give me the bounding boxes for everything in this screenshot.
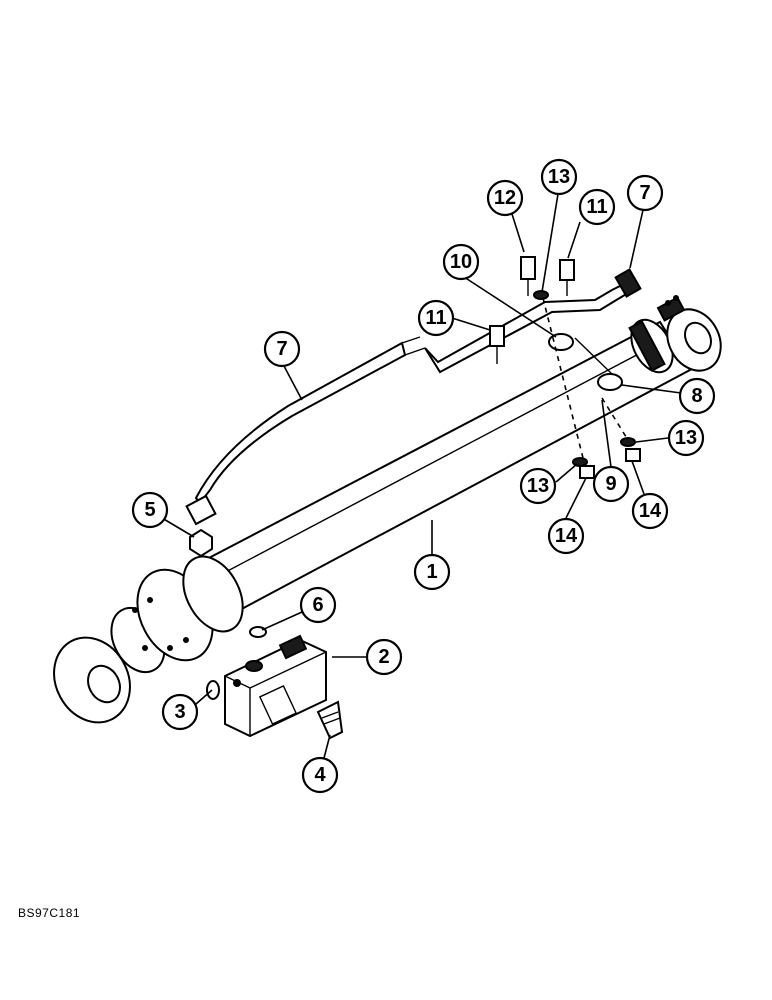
svg-text:8: 8 — [691, 385, 702, 407]
svg-text:10: 10 — [450, 251, 472, 273]
svg-text:12: 12 — [494, 187, 516, 209]
svg-text:13: 13 — [527, 475, 549, 497]
callout-11-right: 11 — [578, 188, 616, 226]
svg-text:6: 6 — [312, 594, 323, 616]
svg-text:1: 1 — [426, 561, 437, 583]
callout-12: 12 — [486, 179, 524, 217]
svg-text:11: 11 — [586, 196, 607, 218]
svg-text:13: 13 — [675, 427, 697, 449]
callout-13-top: 13 — [540, 158, 578, 196]
drawing-code: BS97C181 — [18, 906, 81, 920]
svg-text:3: 3 — [174, 701, 185, 723]
callout-6: 6 — [299, 586, 337, 624]
cylinder-rod-end — [53, 555, 244, 724]
callout-9: 9 — [592, 465, 630, 503]
callout-5: 5 — [131, 491, 169, 529]
svg-text:7: 7 — [276, 338, 287, 360]
valve-block — [224, 634, 327, 738]
svg-text:11: 11 — [425, 307, 446, 329]
svg-text:9: 9 — [605, 473, 616, 495]
callout-11-left: 11 — [417, 299, 455, 337]
callout-10: 10 — [442, 243, 480, 281]
callout-2: 2 — [365, 638, 403, 676]
callout-1: 1 — [413, 553, 451, 591]
callout-8: 8 — [678, 377, 716, 415]
fittings — [189, 528, 344, 740]
callout-4: 4 — [301, 756, 339, 794]
svg-text:5: 5 — [144, 499, 155, 521]
svg-text:13: 13 — [548, 166, 570, 188]
svg-text:14: 14 — [639, 500, 662, 522]
bolts-and-nuts — [489, 256, 641, 479]
callout-14-right: 14 — [631, 492, 669, 530]
callout-13-left: 13 — [519, 467, 557, 505]
leader-lines — [161, 193, 682, 759]
callout-3: 3 — [161, 693, 199, 731]
svg-text:2: 2 — [378, 646, 389, 668]
svg-text:7: 7 — [639, 182, 650, 204]
svg-text:14: 14 — [555, 525, 578, 547]
tube-clamps — [548, 333, 623, 391]
svg-text:4: 4 — [314, 764, 326, 786]
callout-7-rod-end: 7 — [263, 330, 301, 368]
callout-13-right: 13 — [667, 419, 705, 457]
callout-14-left: 14 — [547, 517, 585, 555]
cylinder-head-end — [628, 295, 722, 374]
tube-rod-end — [185, 336, 426, 526]
callout-7-head-end: 7 — [626, 174, 664, 212]
